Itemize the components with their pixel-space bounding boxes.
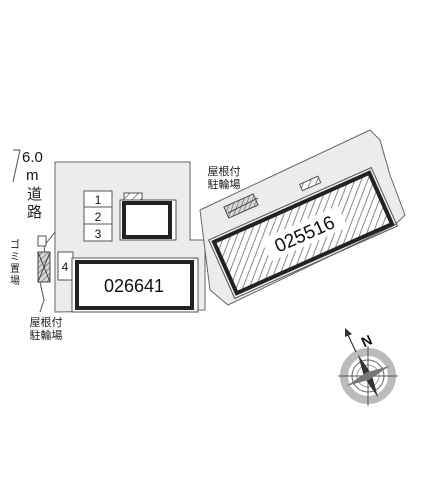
- parking-space-3: [83, 223, 113, 242]
- building-026641-label: 026641: [104, 276, 164, 296]
- road-unit-label: m: [26, 167, 39, 184]
- stairs-right: [298, 175, 322, 192]
- covered-bike-parking-label-right: 屋根付駐輪場: [208, 164, 241, 191]
- annex-building: [119, 199, 177, 241]
- parking-space-2-label: 2: [95, 210, 102, 224]
- garbage-box-small: [37, 235, 47, 247]
- parking-space-1-label: 1: [95, 193, 102, 207]
- north-arrow-head: [345, 328, 352, 337]
- covered-bike-parking-label-left: 屋根付駐輪場: [30, 315, 63, 342]
- parking-space-3-label: 3: [95, 227, 102, 241]
- road-name-char-2: 路: [27, 203, 42, 221]
- compass-rose-icon: [338, 346, 398, 406]
- garbage-area-label-char: ミ: [10, 252, 20, 263]
- road-width-label: 6.0: [22, 149, 43, 166]
- road-name-char-1: 道: [27, 185, 42, 203]
- stairs-left: [123, 192, 143, 201]
- garbage-area-label-char: 置: [10, 263, 20, 275]
- building-025516-label-bg: [261, 205, 348, 262]
- garbage-area-label-char: ゴ: [10, 238, 20, 251]
- compass-north-label: N: [359, 331, 375, 350]
- parking-space-4-label: 4: [62, 260, 69, 274]
- garbage-area-label-char: 場: [10, 274, 20, 287]
- building-026641: [71, 257, 199, 313]
- north-arrow: [347, 334, 357, 353]
